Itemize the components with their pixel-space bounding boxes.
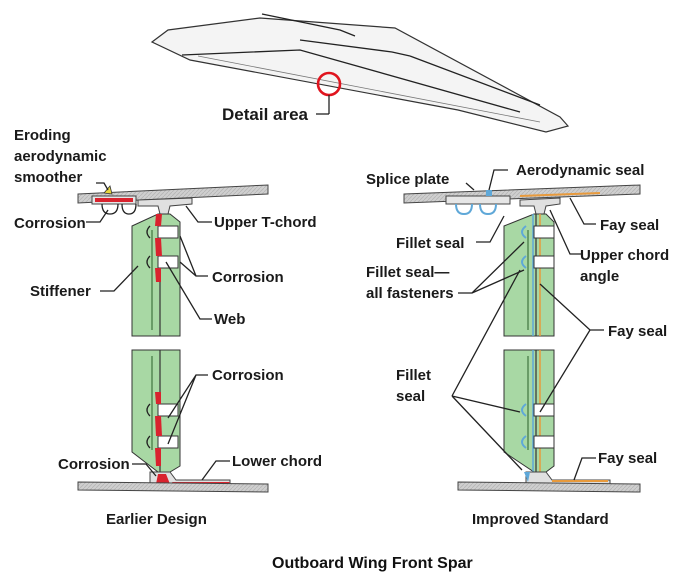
label-fillet-seal-top: Fillet seal xyxy=(396,235,464,252)
label-splice-plate: Splice plate xyxy=(366,171,449,188)
fasteners-improved xyxy=(521,225,555,449)
label-aerodynamic: aerodynamic xyxy=(14,148,107,165)
label-aerodynamic-seal: Aerodynamic seal xyxy=(516,162,644,179)
figure-title: Outboard Wing Front Spar xyxy=(272,555,473,572)
label-eroding: Eroding xyxy=(14,127,71,144)
label-fay-seal-bottom: Fay seal xyxy=(598,450,657,467)
detail-area-label: Detail area xyxy=(222,105,309,124)
label-upper-chord: Upper chord xyxy=(580,247,669,264)
fasteners-lower xyxy=(146,392,179,466)
caption-earlier-design: Earlier Design xyxy=(106,511,207,528)
label-fillet: Fillet xyxy=(396,367,431,384)
label-fay-seal-top: Fay seal xyxy=(600,217,659,234)
wing-outline xyxy=(150,13,570,133)
label-stiffener: Stiffener xyxy=(30,283,91,300)
label-corrosion-low: Corrosion xyxy=(212,367,284,384)
label-web: Web xyxy=(214,311,245,328)
label-angle: angle xyxy=(580,268,619,285)
label-corrosion-mid: Corrosion xyxy=(212,269,284,286)
web-panel-upper-improved xyxy=(503,213,555,337)
corrosion-patch xyxy=(95,198,133,202)
earlier-design: Eroding aerodynamic smoother Corrosion U… xyxy=(14,127,322,528)
fasteners-upper xyxy=(146,214,179,282)
label-smoother: smoother xyxy=(14,169,83,186)
label-all-fasteners: all fasteners xyxy=(366,285,454,302)
improved-standard: Splice plate Aerodynamic seal Fay seal F… xyxy=(366,162,669,528)
label-fay-seal-mid: Fay seal xyxy=(608,323,667,340)
label-fillet-seal-all: Fillet seal— xyxy=(366,264,449,281)
label-upper-t-chord: Upper T-chord xyxy=(214,214,317,231)
label-seal: seal xyxy=(396,388,425,405)
aerodynamic-seal xyxy=(486,190,492,196)
label-corrosion-bottom: Corrosion xyxy=(58,456,130,473)
label-corrosion-top: Corrosion xyxy=(14,215,86,232)
label-lower-chord: Lower chord xyxy=(232,453,322,470)
caption-improved-standard: Improved Standard xyxy=(472,511,609,528)
